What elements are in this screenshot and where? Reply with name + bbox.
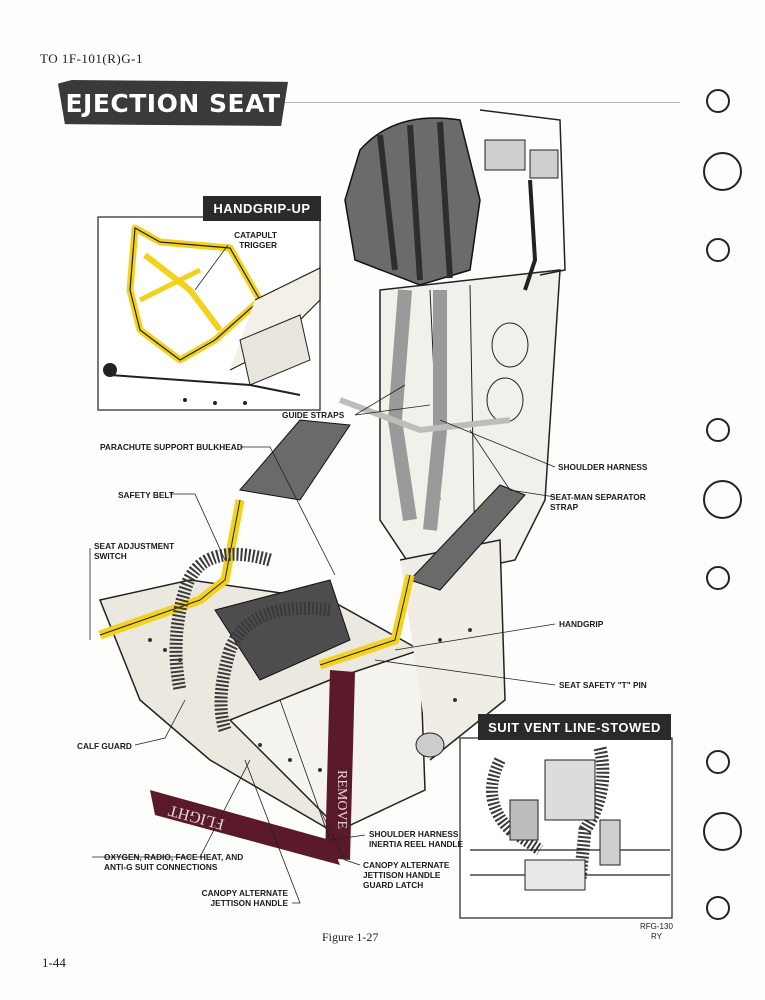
safety-pin-streamer: REMOVE FLIGHT: [150, 670, 355, 865]
callout-seat-man-separator-strap: SEAT-MAN SEPARATOR STRAP: [550, 492, 646, 512]
streamer-remove-text: REMOVE: [334, 770, 349, 829]
harness-straps: [338, 289, 511, 531]
callout-parachute-support-bulkhead: PARACHUTE SUPPORT BULKHEAD: [100, 442, 243, 452]
callout-safety-belt: SAFETY BELT: [118, 490, 174, 500]
binder-hole: [703, 480, 742, 519]
suit-vent-drawing: [470, 746, 670, 891]
hoses: [169, 547, 331, 733]
binder-hole: [703, 152, 742, 191]
binder-hole: [703, 812, 742, 851]
callout-seat-safety-t-pin: SEAT SAFETY "T" PIN: [559, 680, 647, 690]
to-number: TO 1F-101(R)G-1: [40, 51, 143, 66]
reference-code: RFG-130 RY: [640, 922, 673, 941]
page-number: 1-44: [42, 955, 66, 970]
callout-seat-adjustment-switch: SEAT ADJUSTMENT SWITCH: [94, 541, 175, 561]
callout-oxygen-connections: OXYGEN, RADIO, FACE HEAT, AND ANTI-G SUI…: [104, 852, 244, 872]
callout-canopy-alternate-jettison-handle: CANOPY ALTERNATE JETTISON HANDLE: [201, 888, 288, 908]
callout-handgrip: HANDGRIP: [559, 619, 604, 629]
leader-lines: [89, 244, 556, 904]
handgrip-up-label: HANDGRIP-UP: [203, 196, 321, 221]
callout-shoulder-harness-inertia-reel-handle: SHOULDER HARNESS INERTIA REEL HANDLE: [369, 829, 464, 849]
binder-hole: [706, 238, 730, 262]
binder-hole: [706, 89, 730, 113]
figure-caption: Figure 1-27: [322, 930, 379, 944]
handgrip-up-drawing: [103, 224, 321, 405]
armrests: [239, 419, 526, 591]
seat-pan: [98, 539, 506, 831]
handgrips: [98, 499, 415, 670]
callout-shoulder-harness: SHOULDER HARNESS: [558, 462, 648, 472]
callout-catapult-trigger: CATAPULT TRIGGER: [234, 230, 277, 250]
title-rule: [285, 102, 680, 103]
seat-roller: [415, 732, 445, 758]
headrest: [344, 117, 481, 286]
binder-hole: [706, 418, 730, 442]
suit-vent-line-stowed-label: SUIT VENT LINE-STOWED: [478, 714, 671, 740]
binder-hole: [706, 896, 730, 920]
callout-calf-guard: CALF GUARD: [77, 741, 132, 751]
callout-guide-straps: GUIDE STRAPS: [282, 410, 345, 420]
page-title: EJECTION SEAT: [58, 80, 288, 126]
binder-hole: [706, 750, 730, 774]
binder-hole: [706, 566, 730, 590]
callout-canopy-alternate-jettison-handle-guard-latch: CANOPY ALTERNATE JETTISON HANDLE GUARD L…: [363, 860, 450, 890]
